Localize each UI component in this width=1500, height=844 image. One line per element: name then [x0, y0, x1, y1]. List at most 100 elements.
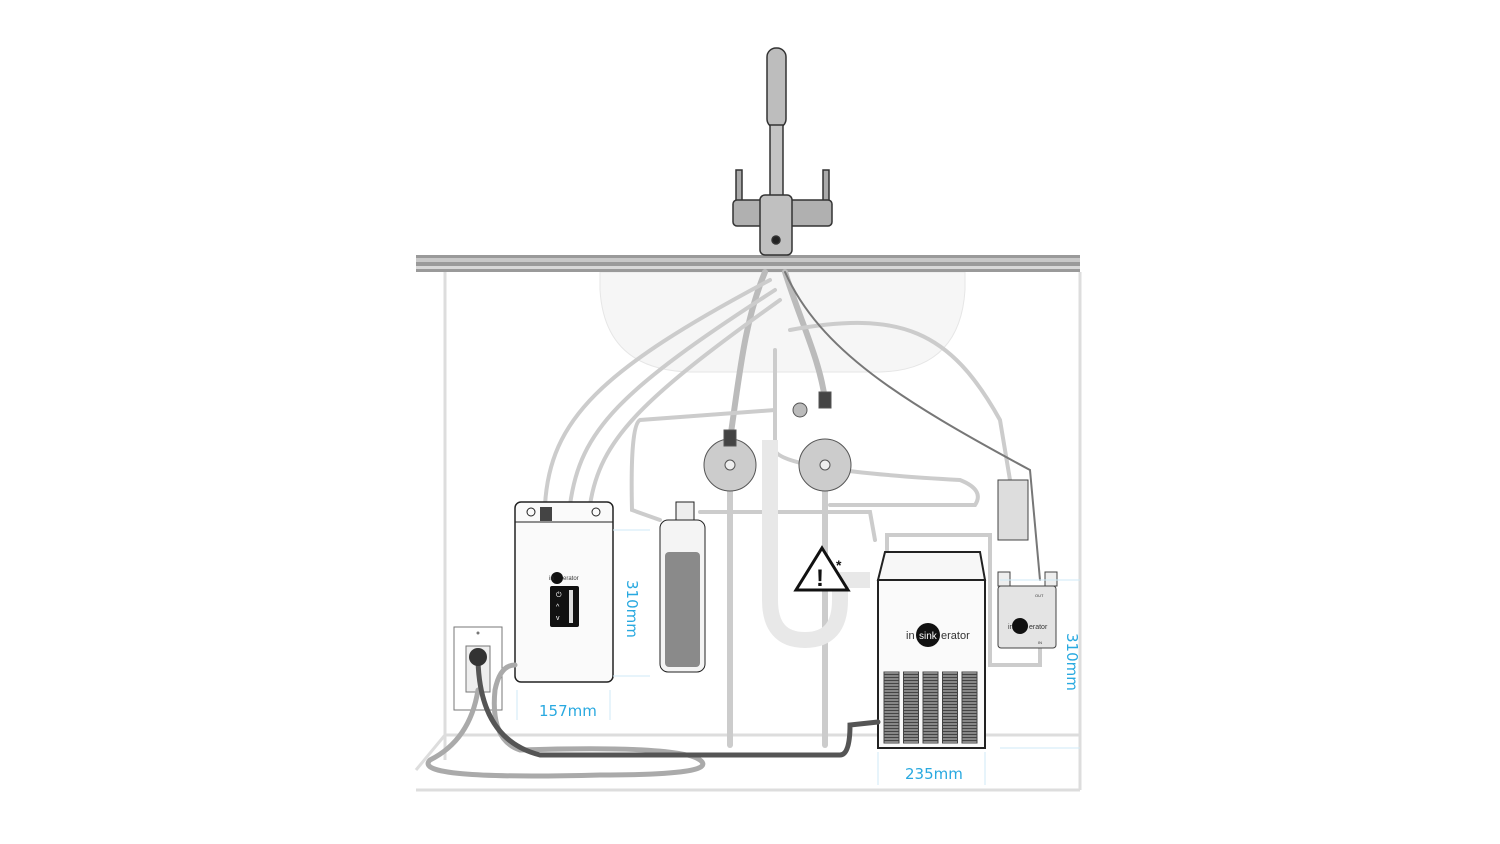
vent-slot — [942, 704, 958, 708]
vent-slot — [922, 695, 939, 699]
vent-slot — [961, 725, 978, 729]
vent-slot — [922, 737, 939, 741]
vent-slot — [922, 704, 939, 708]
vent-slot — [942, 719, 958, 723]
vent-slot — [922, 707, 939, 711]
vent-slot — [883, 716, 900, 720]
vent-slot — [903, 740, 919, 744]
vent-slot — [883, 686, 900, 690]
svg-text:sink: sink — [919, 631, 938, 642]
vent-slot — [942, 722, 958, 726]
vent-slot — [942, 698, 958, 702]
svg-text:in: in — [1008, 624, 1014, 631]
vent-slot — [903, 719, 919, 723]
vent-slot — [961, 704, 978, 708]
vent-slot — [883, 701, 900, 705]
svg-text:!: ! — [816, 565, 824, 592]
vent-slot — [961, 680, 978, 684]
control-box: OUT IN in erator — [997, 479, 1058, 649]
vent-slot — [961, 695, 978, 699]
vent-slot — [903, 728, 919, 732]
vent-slot — [903, 710, 919, 714]
hot-water-tank: in erator ⏻ ^ v — [514, 501, 614, 683]
vent-slot — [883, 737, 900, 741]
vent-slot — [942, 674, 958, 678]
vent-slot — [883, 674, 900, 678]
vent-slot — [903, 734, 919, 738]
vent-slot — [961, 683, 978, 687]
vent-slot — [922, 689, 939, 693]
water-filter — [659, 501, 706, 673]
vent-slot — [942, 725, 958, 729]
vent-slot — [922, 728, 939, 732]
vent-slot — [922, 734, 939, 738]
control-box-height-label: 310mm — [1063, 633, 1081, 691]
vent-slot — [903, 677, 919, 681]
vent-slot — [961, 740, 978, 744]
dimension-guides — [516, 529, 1080, 785]
vent-slot — [903, 707, 919, 711]
vent-slot — [903, 698, 919, 702]
vent-slot — [883, 719, 900, 723]
port-out-label: OUT — [1035, 593, 1044, 598]
countertop — [416, 255, 1080, 272]
vent-slot — [903, 725, 919, 729]
vent-slot — [961, 716, 978, 720]
vent-slot — [961, 671, 978, 675]
vent-slot — [942, 716, 958, 720]
vent-slot — [883, 695, 900, 699]
vent-slot — [961, 728, 978, 732]
heater-height-label: 310mm — [623, 580, 641, 638]
vent-slot — [961, 692, 978, 696]
power-cables — [425, 648, 881, 779]
vent-slot — [883, 698, 900, 702]
warning-triangle-icon: ! * — [793, 545, 851, 592]
chiller-width-label: 235mm — [905, 765, 963, 783]
vent-slot — [961, 722, 978, 726]
vent-slot — [942, 734, 958, 738]
vent-slot — [942, 671, 958, 675]
cabinet — [414, 272, 1082, 792]
vent-slot — [961, 737, 978, 741]
vent-slot — [961, 731, 978, 735]
vent-slot — [903, 674, 919, 678]
vent-slot — [942, 695, 958, 699]
vent-slot — [903, 683, 919, 687]
vent-slot — [883, 692, 900, 696]
vent-slot — [883, 710, 900, 714]
vent-slot — [922, 722, 939, 726]
vent-slot — [883, 731, 900, 735]
vent-slot — [922, 740, 939, 744]
svg-text:erator: erator — [563, 576, 579, 582]
heater-control-up[interactable]: ^ — [556, 604, 560, 611]
vent-slot — [883, 713, 900, 717]
vent-slot — [903, 701, 919, 705]
vent-slot — [942, 728, 958, 732]
vent-slot — [942, 680, 958, 684]
vent-slot — [922, 671, 939, 675]
vent-slot — [942, 737, 958, 741]
vent-slot — [922, 713, 939, 717]
vent-slot — [922, 701, 939, 705]
vent-slot — [883, 725, 900, 729]
vent-slot — [903, 716, 919, 720]
waste-trap — [762, 440, 870, 649]
vent-slot — [903, 680, 919, 684]
heater-control-power[interactable]: ⏻ — [556, 591, 562, 599]
vent-slot — [922, 731, 939, 735]
vent-slot — [961, 677, 978, 681]
vent-slot — [942, 692, 958, 696]
vent-slot — [961, 674, 978, 678]
vent-slot — [942, 701, 958, 705]
vent-slot — [903, 692, 919, 696]
vent-slot — [922, 692, 939, 696]
vent-slot — [942, 713, 958, 717]
vent-slot — [922, 686, 939, 690]
heater-control-down[interactable]: v — [556, 615, 560, 622]
isolation-valves — [703, 391, 852, 492]
vent-slot — [883, 683, 900, 687]
vent-slot — [961, 710, 978, 714]
svg-text:erator: erator — [1029, 624, 1048, 631]
vent-slot — [942, 707, 958, 711]
vent-slot — [961, 734, 978, 738]
